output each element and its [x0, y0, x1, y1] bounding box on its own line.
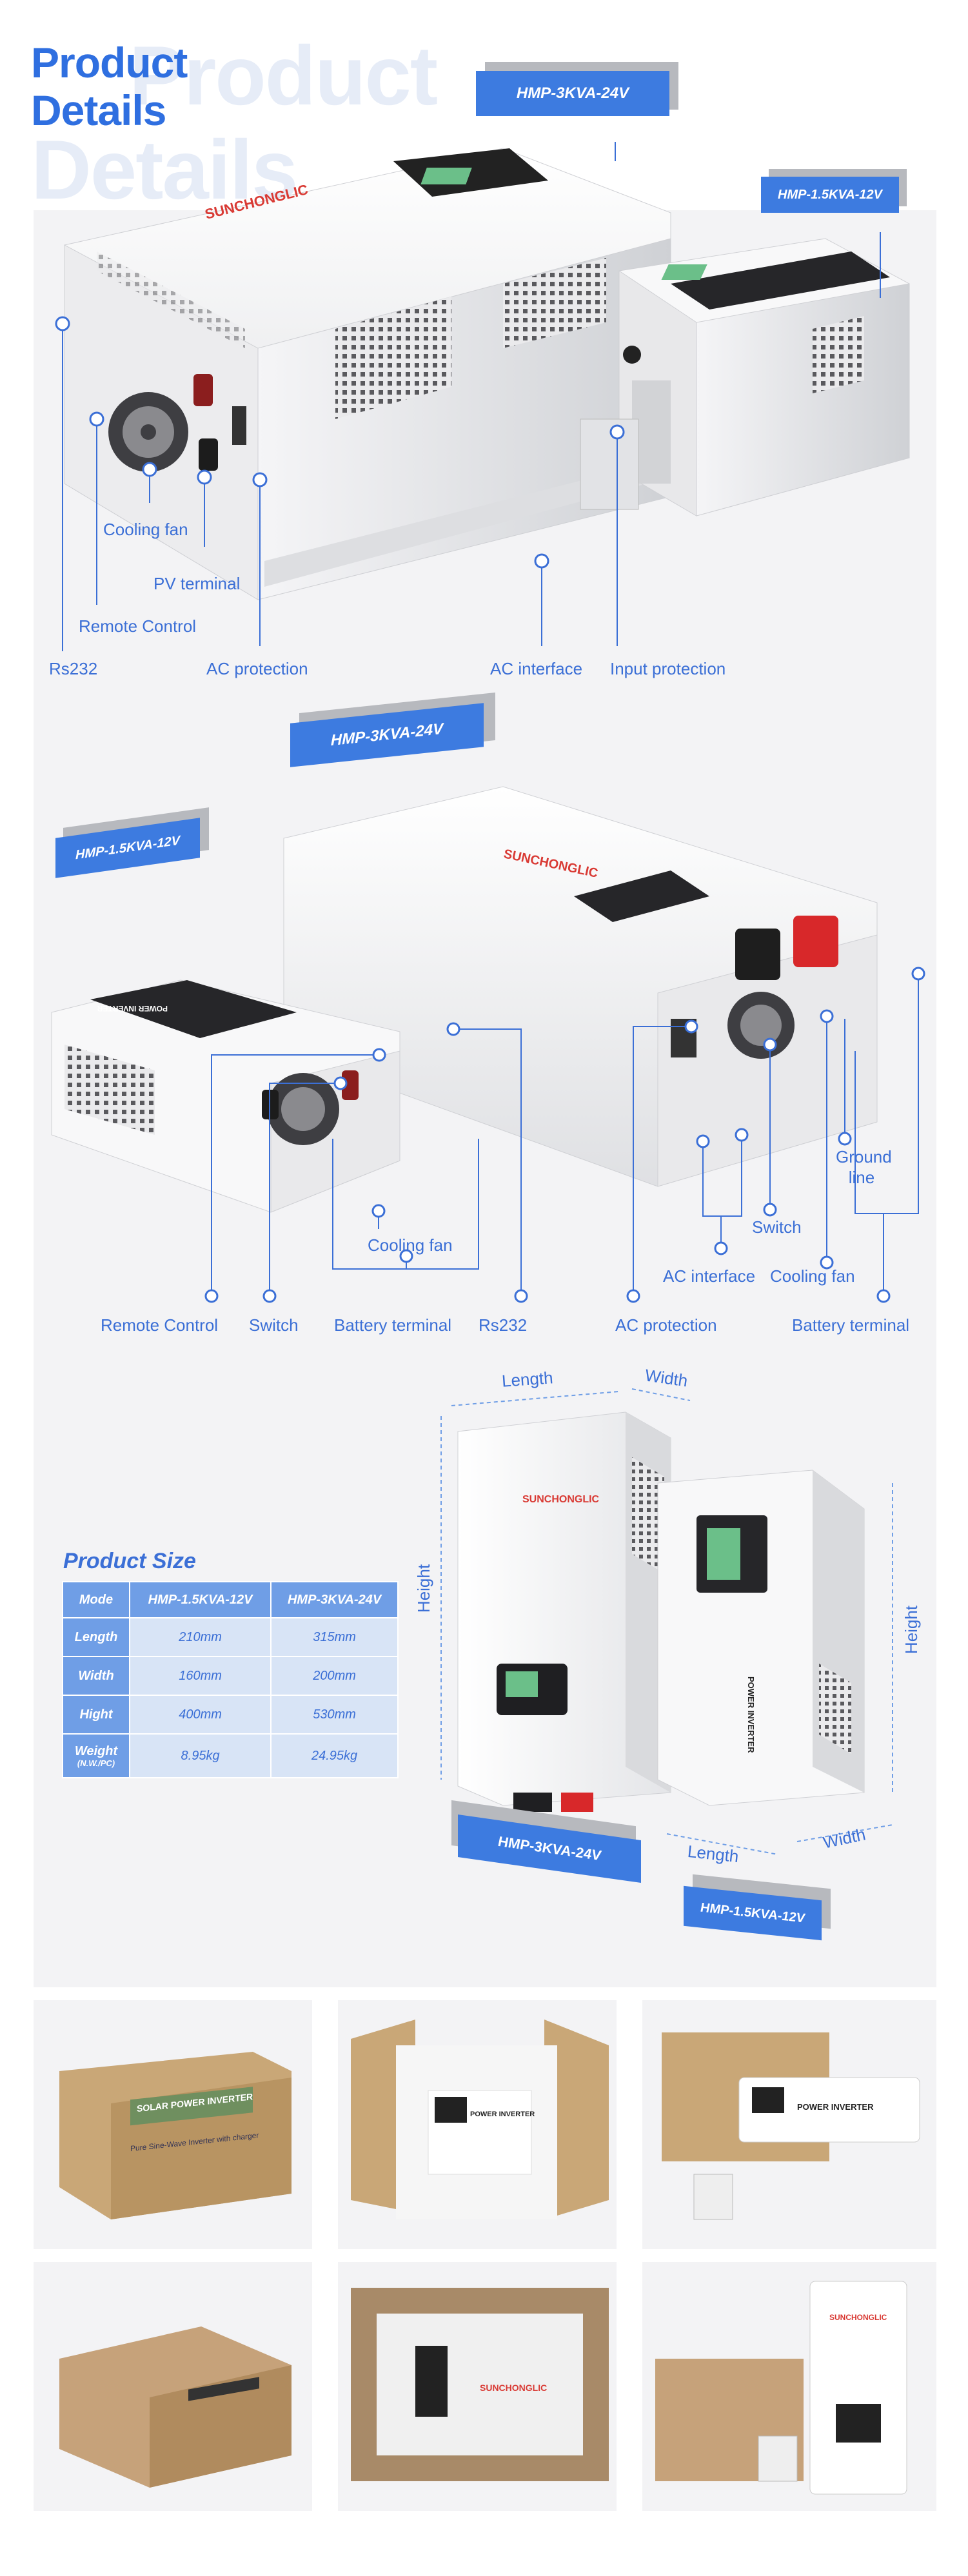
label-input-protection: Input protection	[610, 659, 726, 678]
label-ground-line: Ground line	[836, 1146, 892, 1188]
table-header-model1: HMP-1.5KVA-12V	[128, 1581, 272, 1618]
inverters-illustration-s3: SUNCHONGLIC POWER INVERTER	[457, 1411, 865, 1812]
table-row: Width 160mm 200mm	[62, 1656, 399, 1696]
cell-value: 315mm	[270, 1617, 399, 1657]
dim-height-right: Height	[902, 1605, 922, 1655]
label-battery-terminal-s2-right: Battery terminal	[792, 1315, 910, 1335]
label-rs232-s1: Rs232	[49, 659, 98, 678]
photo-box-and-inverter: POWER INVERTER	[642, 2000, 936, 2249]
dim-length-top: Length	[501, 1368, 554, 1391]
cell-value: 24.95kg	[270, 1733, 399, 1778]
label-remote-control-s2: Remote Control	[101, 1315, 219, 1335]
label-pv-terminal: PV terminal	[153, 574, 241, 593]
product-size-title: Product Size	[63, 1549, 196, 1573]
box3-text: POWER INVERTER	[797, 2102, 874, 2112]
table-row: Length 210mm 315mm	[62, 1617, 399, 1657]
label-rs232-s2: Rs232	[479, 1315, 528, 1335]
row-label: Hight	[62, 1695, 130, 1735]
label-ground-line-2: line	[848, 1168, 875, 1187]
label-battery-terminal-s2-left: Battery terminal	[334, 1315, 452, 1335]
svg-text:SUNCHONGLIC: SUNCHONGLIC	[480, 2383, 547, 2393]
ribbon-hmp-3kva-s1: HMP-3KVA-24V	[476, 62, 678, 117]
panel-text-s2: POWER INVERTER	[97, 1004, 168, 1013]
photo-packaged-box: SOLAR POWER INVERTER Pure Sine-Wave Inve…	[34, 2000, 312, 2249]
photo-foam-packed: SUNCHONGLIC	[338, 2262, 617, 2511]
page-title-line1: Product	[31, 39, 188, 86]
cell-value: 160mm	[128, 1656, 272, 1696]
photo-crate	[34, 2262, 312, 2511]
label-switch-s2-right: Switch	[752, 1217, 802, 1237]
panel-text-s3: POWER INVERTER	[746, 1676, 756, 1753]
svg-text:SUNCHONGLIC: SUNCHONGLIC	[829, 2313, 887, 2322]
label-cooling-fan-s2-left: Cooling fan	[368, 1235, 453, 1255]
label-ground-line-1: Ground	[836, 1147, 892, 1166]
cell-value: 8.95kg	[128, 1733, 272, 1778]
table-header-model2: HMP-3KVA-24V	[270, 1581, 399, 1618]
table-header-mode: Mode	[62, 1581, 130, 1618]
cell-value: 530mm	[270, 1695, 399, 1735]
svg-text:POWER INVERTER: POWER INVERTER	[470, 2110, 535, 2118]
page-title-line2: Details	[31, 86, 166, 134]
callout-lines-s1	[55, 142, 881, 651]
inverters-illustration-s1: SUNCHONGLIC	[64, 148, 910, 600]
cell-value: 400mm	[128, 1695, 272, 1735]
table-header-row: Mode HMP-1.5KVA-12V HMP-3KVA-24V	[62, 1581, 399, 1618]
label-switch-s2-left: Switch	[249, 1315, 299, 1335]
ghost-title-line1: Product	[129, 28, 438, 123]
label-ac-interface-s1: AC interface	[490, 659, 583, 678]
weight-sublabel: (N.W./PC)	[77, 1758, 115, 1768]
dimension-lines	[440, 1388, 893, 1855]
inverters-illustration-s2: SUNCHONGLIC POWER INVERTER	[51, 786, 878, 1213]
label-ac-interface-s2: AC interface	[663, 1266, 756, 1286]
ribbon-hmp-1-5kva-s3: HMP-1.5KVA-12V	[684, 1874, 832, 1941]
dim-height-left: Height	[414, 1564, 434, 1613]
row-label-weight: Weight (N.W./PC)	[62, 1733, 130, 1778]
label-remote-control-s1: Remote Control	[79, 616, 197, 636]
label-cooling-fan-s1: Cooling fan	[103, 520, 188, 539]
row-label: Length	[62, 1617, 130, 1657]
product-size-table: Mode HMP-1.5KVA-12V HMP-3KVA-24V Length …	[62, 1581, 399, 1778]
ribbon-hmp-3kva-s3: HMP-3KVA-24V	[451, 1800, 645, 1883]
label-ac-protection-s2: AC protection	[615, 1315, 717, 1335]
page-title: Product Details	[31, 39, 188, 134]
ribbon-hmp-1-5kva-s1: HMP-1.5KVA-12V	[761, 169, 909, 214]
photo-open-box: POWER INVERTER	[338, 2000, 617, 2249]
weight-label: Weight	[74, 1744, 118, 1758]
table-row: Hight 400mm 530mm	[62, 1695, 399, 1735]
brand-logo-s3: SUNCHONGLIC	[522, 1494, 600, 1505]
ghost-title-line2: Details	[31, 123, 298, 217]
photo-crate-and-inverter: SUNCHONGLIC	[642, 2262, 936, 2511]
table-row-weight: Weight (N.W./PC) 8.95kg 24.95kg	[62, 1733, 399, 1778]
cell-value: 200mm	[270, 1656, 399, 1696]
cell-value: 210mm	[128, 1617, 272, 1657]
label-cooling-fan-s2-right: Cooling fan	[770, 1266, 855, 1286]
callout-lines-s2	[204, 967, 925, 1303]
label-ac-protection-s1: AC protection	[206, 659, 308, 678]
row-label: Width	[62, 1656, 130, 1696]
